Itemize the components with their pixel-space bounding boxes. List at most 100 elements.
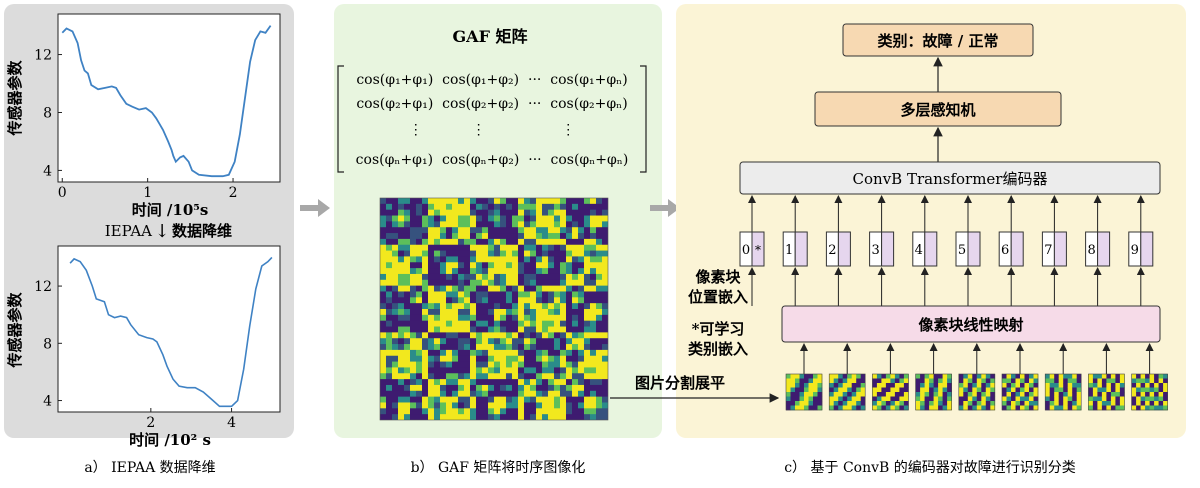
gaf-pixel [404, 291, 411, 298]
gaf-pixel [572, 390, 579, 398]
gaf-pixel [512, 332, 519, 339]
gaf-pixel [434, 279, 441, 287]
gaf-pixel [548, 314, 555, 322]
gaf-pixel [398, 297, 405, 304]
gaf-pixel [452, 402, 459, 409]
gaf-pixel [380, 221, 387, 228]
gaf-pixel [590, 390, 597, 398]
token-embedding-box [751, 231, 765, 267]
gaf-pixel [578, 279, 585, 287]
gaf-pixel [548, 279, 555, 287]
gaf-pixel [578, 285, 585, 292]
gaf-pixel [440, 244, 447, 251]
gaf-pixel [566, 291, 573, 298]
image-patch [872, 373, 909, 411]
gaf-pixel [410, 209, 417, 216]
gaf-pixel [524, 379, 531, 386]
gaf-pixel [524, 233, 531, 240]
gaf-pixel [488, 203, 495, 211]
gaf-pixel [512, 221, 519, 228]
gaf-pixel [584, 221, 591, 228]
image-patch [828, 373, 866, 411]
gaf-pixel [446, 349, 453, 357]
gaf-pixel [584, 326, 591, 333]
gaf-pixel [380, 332, 387, 339]
gaf-pixel [440, 396, 447, 403]
arrow-a-to-b [300, 199, 330, 217]
gaf-pixel [530, 396, 537, 403]
gaf-pixel [590, 238, 597, 246]
gaf-pixel [500, 396, 507, 403]
gaf-pixel [578, 414, 585, 420]
gaf-pixel [482, 349, 489, 357]
gaf-pixel [386, 198, 393, 205]
gaf-pixel [416, 361, 423, 368]
gaf-pixel [422, 291, 429, 298]
gaf-pixel [380, 233, 387, 240]
gaf-pixel [488, 221, 495, 228]
token-embedding-box [1010, 231, 1024, 267]
gaf-pixel [410, 349, 417, 357]
matrix-left-bracket [337, 65, 344, 173]
gaf-pixel [470, 203, 477, 211]
gaf-pixel [446, 320, 453, 327]
gaf-pixel [524, 291, 531, 298]
gaf-pixel [488, 373, 495, 380]
token-embedding-box [881, 231, 895, 267]
gaf-pixel [476, 285, 483, 292]
gaf-pixel [452, 256, 459, 263]
gaf-pixel [410, 291, 417, 298]
gaf-pixel [494, 414, 501, 420]
gaf-pixel [482, 285, 489, 292]
gaf-pixel [548, 373, 555, 380]
gaf-pixel [470, 390, 477, 398]
gaf-pixel [578, 355, 585, 362]
gaf-pixel [518, 203, 525, 211]
image-patch [958, 373, 996, 411]
matrix-right-bracket [640, 65, 647, 173]
cls-marker: * [755, 243, 761, 257]
gaf-pixel [452, 344, 459, 351]
gaf-pixel [560, 285, 567, 292]
gaf-pixel [458, 326, 465, 333]
gaf-pixel [410, 233, 417, 240]
gaf-pixel [380, 314, 387, 322]
gaf-pixel [428, 332, 435, 339]
gaf-pixel [410, 326, 417, 333]
gaf-pixel [482, 396, 489, 403]
gaf-pixel [518, 221, 525, 228]
gaf-pixel [410, 314, 417, 322]
gaf-pixel [530, 309, 537, 316]
gaf-pixel [596, 367, 603, 374]
token-position-number: 0 [742, 243, 750, 258]
gaf-pixel [572, 344, 579, 351]
gaf-pixel [518, 198, 525, 205]
gaf-pixel [392, 402, 399, 409]
gaf-pixel [524, 209, 531, 216]
gaf-pixel [434, 285, 441, 292]
gaf-pixel [458, 279, 465, 287]
gaf-pixel [482, 344, 489, 351]
gaf-pixel [452, 297, 459, 304]
gaf-pixel [554, 303, 561, 310]
gaf-pixel [560, 355, 567, 362]
gaf-pixel [506, 314, 513, 322]
gaf-pixel [596, 256, 603, 263]
gaf-pixel [566, 279, 573, 287]
gaf-pixel [566, 314, 573, 322]
gaf-pixel [476, 414, 483, 420]
gaf-pixel [506, 262, 513, 269]
token-embedding-box [1053, 231, 1067, 267]
gaf-pixel [560, 198, 567, 205]
position-label-line2: 位置嵌入 [688, 288, 748, 306]
gaf-pixel [386, 273, 393, 281]
gaf-pixel [470, 320, 477, 327]
gaf-pixel [404, 268, 411, 275]
gaf-pixel [602, 396, 608, 403]
gaf-pixel [560, 256, 567, 263]
gaf-pixel [560, 379, 567, 386]
gaf-pixel [464, 379, 471, 386]
gaf-pixel [506, 379, 513, 386]
gaf-pixel [422, 320, 429, 327]
gaf-pixel [404, 297, 411, 304]
